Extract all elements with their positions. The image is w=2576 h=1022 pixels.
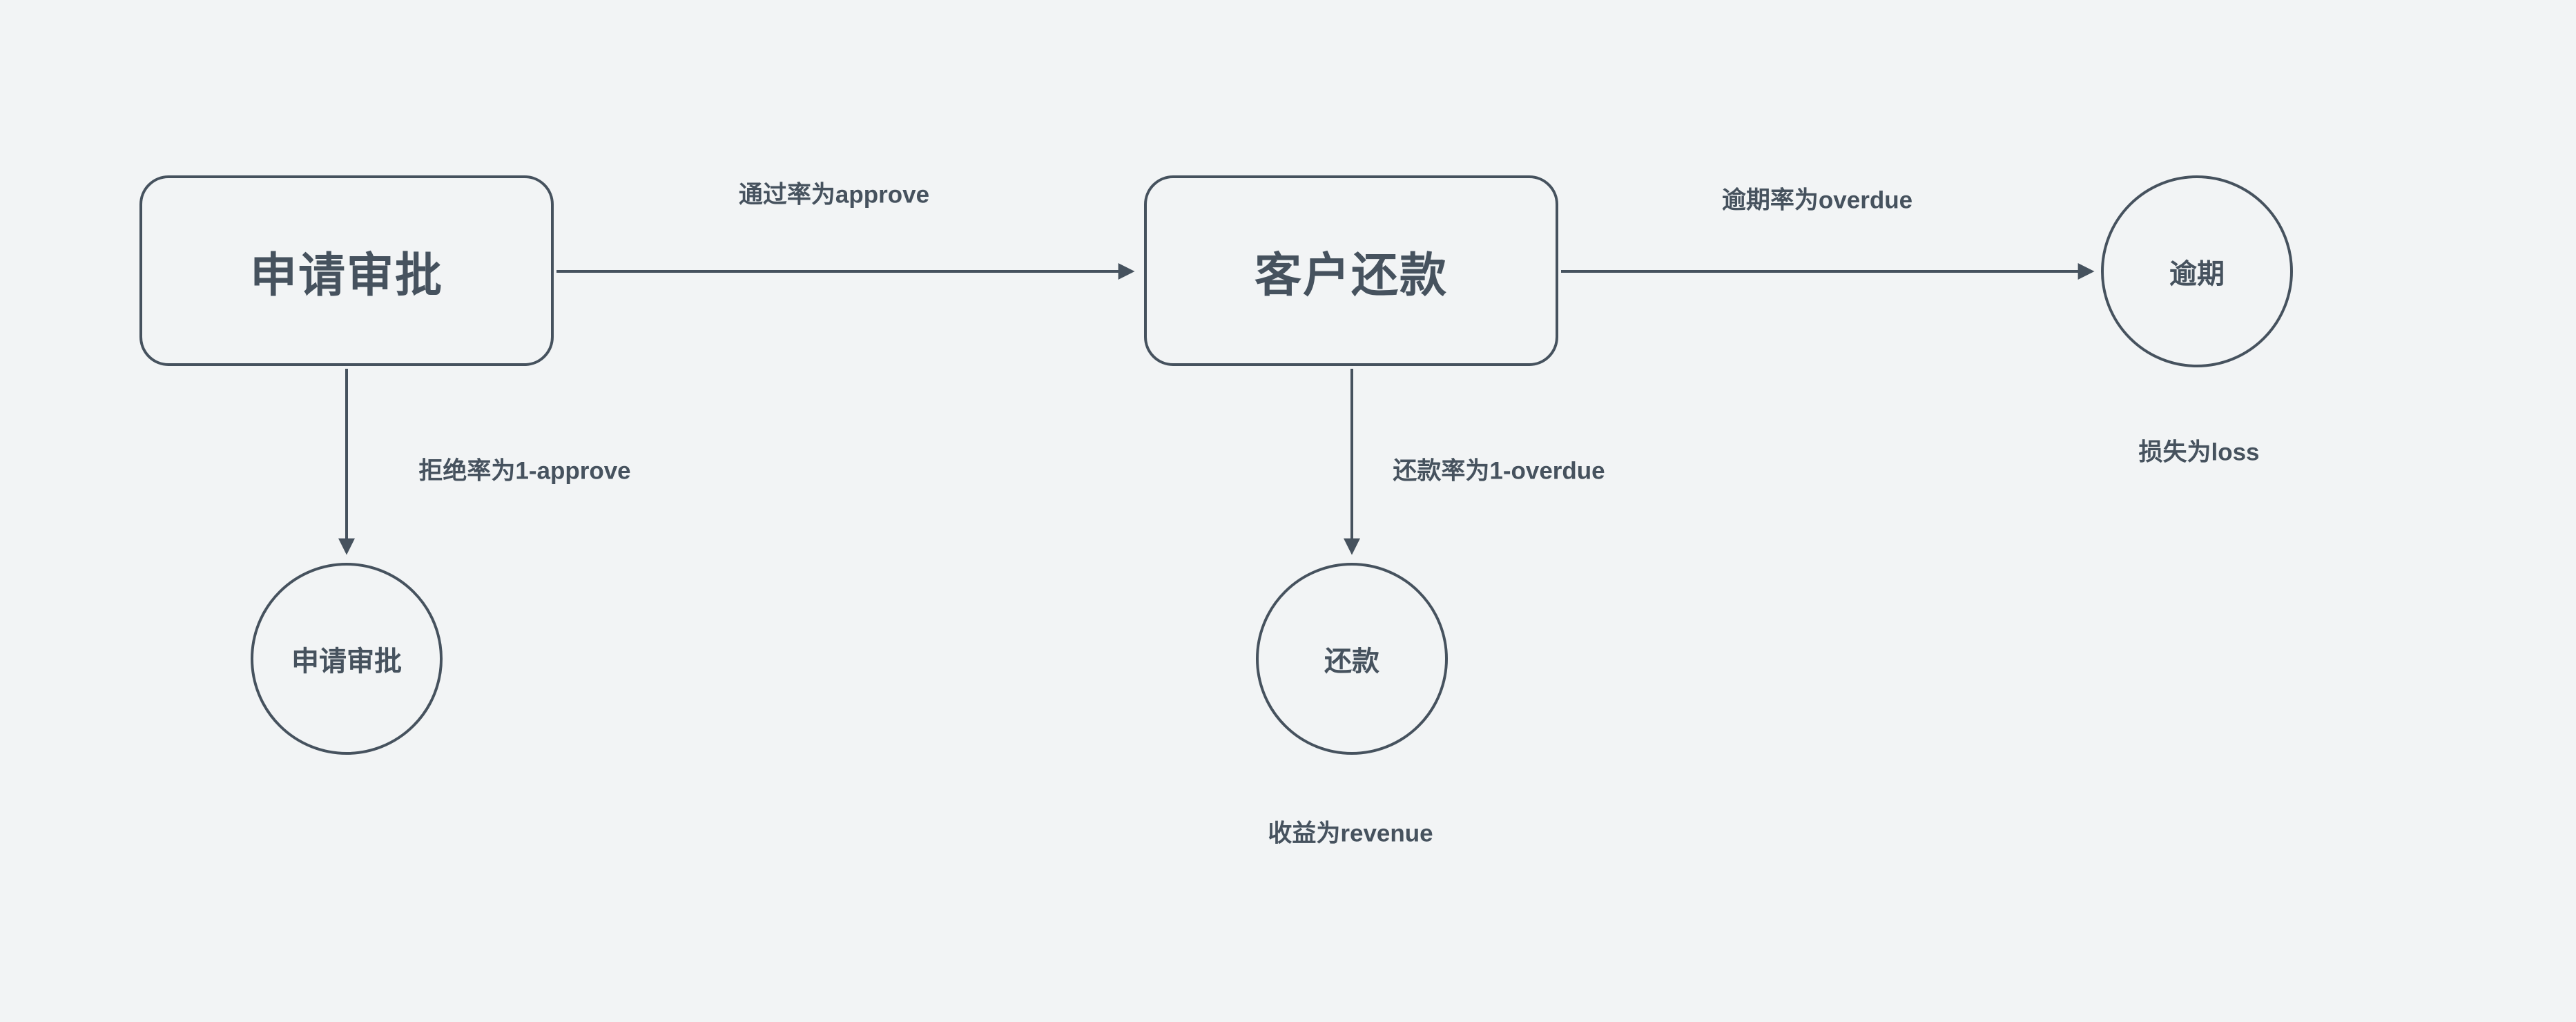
edge-label-repay-rate[interactable]: 还款率为1-overdue <box>1393 457 1605 485</box>
node-application-approval-rejected-label: 申请审批 <box>291 646 402 677</box>
node-application-approval-label: 申请审批 <box>249 249 443 302</box>
edge-label-approve-rate[interactable]: 通过率为approve <box>738 181 930 209</box>
node-customer-repayment-label: 客户还款 <box>1254 249 1448 302</box>
edge-label-overdue-rate[interactable]: 逾期率为overdue <box>1721 186 1913 214</box>
node-application-approval[interactable]: 申请审批 <box>139 175 554 366</box>
node-overdue[interactable]: 逾期 <box>2101 175 2293 367</box>
edge-label-reject-rate[interactable]: 拒绝率为1-approve <box>418 457 631 485</box>
node-application-approval-rejected[interactable]: 申请审批 <box>251 563 443 755</box>
node-overdue-label: 逾期 <box>2169 259 2225 289</box>
node-repay[interactable]: 还款 <box>1256 563 1448 755</box>
node-repay-label: 还款 <box>1324 646 1379 677</box>
annotation-revenue[interactable]: 收益为revenue <box>1268 820 1433 847</box>
annotation-loss[interactable]: 损失为loss <box>2138 438 2260 466</box>
node-customer-repayment[interactable]: 客户还款 <box>1144 175 1558 366</box>
